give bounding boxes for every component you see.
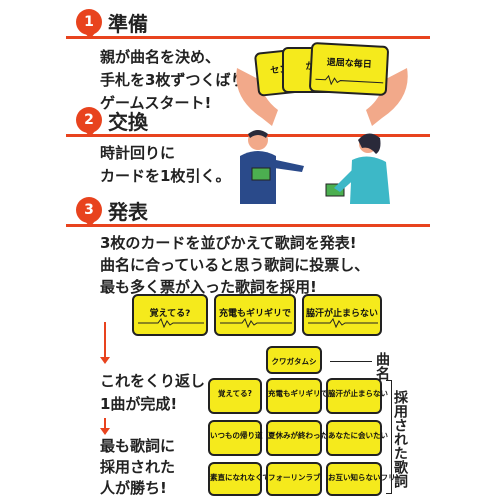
section-number: 3 <box>76 197 102 223</box>
step1-text: 親が曲名を決め、 手札を3枚ずつくばり、 ゲームスタート! <box>100 46 260 115</box>
lyric-card: 脇汗が止まらない <box>326 378 388 414</box>
card-label: 退屈な毎日 <box>326 57 372 71</box>
step1-line: 親が曲名を決め、 <box>100 48 221 66</box>
repeat-line: 1曲が完成! <box>100 395 178 413</box>
section-number: 2 <box>76 107 102 133</box>
card-label: 脇汗が止まらない <box>305 309 378 319</box>
waveform-icon <box>220 318 292 328</box>
waveform-icon <box>138 318 204 328</box>
step1-line: ゲームスタート! <box>100 94 212 112</box>
adopted-bracket <box>386 380 392 494</box>
card-label: 素直になれなくて <box>210 473 270 482</box>
pointer-line <box>330 361 372 362</box>
lyric-card: いつもの帰り道 <box>208 420 263 456</box>
waveform-icon <box>315 74 384 86</box>
section-title: 交換 <box>108 109 148 134</box>
section-notch <box>84 220 96 227</box>
win-text: 最も歌詞に 採用された 人が勝ち! <box>100 436 175 499</box>
adopted-lyrics-label: 採用された歌詞 <box>392 390 408 488</box>
lyric-card: 脇汗が止まらない <box>302 294 382 336</box>
section-divider <box>66 134 430 137</box>
lyric-card: 覚えてる? <box>208 378 262 414</box>
card-label: 充電もギリギリで <box>268 389 328 398</box>
hand-card: 退屈な毎日 <box>308 41 390 97</box>
people-illustration <box>240 130 390 204</box>
step2-text: 時計回りに カードを1枚引く。 <box>100 142 230 188</box>
section-header-1: 1 準備 <box>0 8 500 48</box>
song-title-card: クワガタムシ <box>266 346 322 374</box>
win-line: 最も歌詞に <box>100 437 176 455</box>
lyric-card: お互い知らないフリ <box>326 462 396 496</box>
section-title: 準備 <box>108 11 148 36</box>
card-label: クワガタムシ <box>271 357 317 366</box>
card-label: お互い知らないフリ <box>328 473 396 482</box>
section-notch <box>84 32 96 39</box>
hands-illustration <box>236 68 408 126</box>
card-label: 脇汗が止まらない <box>328 389 388 398</box>
section-title: 発表 <box>108 199 148 224</box>
lyric-card: 充電もギリギリで <box>266 378 328 414</box>
repeat-line: これをくり返し <box>100 372 206 390</box>
section-notch <box>84 130 96 137</box>
song-title-label: 曲名 <box>374 352 390 380</box>
flow-arrow <box>100 357 110 364</box>
flow-line <box>104 322 106 358</box>
step3-line: 曲名に合っていると思う歌詞に投票し、 <box>100 256 370 274</box>
card-label: 覚えてる? <box>149 309 191 319</box>
card-label: 覚えてる? <box>218 389 252 398</box>
section-number: 1 <box>76 9 102 35</box>
step2-line: 時計回りに <box>100 144 176 162</box>
lyric-card: あなたに会いたい <box>326 420 388 456</box>
step3-text: 3枚のカードを並びかえて歌詞を発表! 曲名に合っていると思う歌詞に投票し、 最も… <box>100 232 369 298</box>
flow-line <box>104 418 106 430</box>
card-label: あなたに会いたい <box>328 431 388 440</box>
card-label: 夏休みが終わったら <box>268 431 336 440</box>
step2-line: カードを1枚引く。 <box>100 167 231 185</box>
card-label: フォーリンラブ <box>268 473 321 482</box>
card-label: 充電もギリギリで <box>218 309 291 319</box>
lyric-card: 覚えてる? <box>132 294 208 336</box>
step3-line: 3枚のカードを並びかえて歌詞を発表! <box>100 234 357 252</box>
section-divider <box>66 36 430 39</box>
step1-line: 手札を3枚ずつくばり、 <box>100 71 260 89</box>
win-line: 人が勝ち! <box>100 479 167 497</box>
flow-arrow <box>100 428 110 435</box>
section-divider <box>66 224 430 227</box>
win-line: 採用された <box>100 458 176 476</box>
section-header-3: 3 発表 <box>0 196 500 236</box>
repeat-text: これをくり返し 1曲が完成! <box>100 370 205 416</box>
step3-line: 最も多く票が入った歌詞を採用! <box>100 278 317 296</box>
lyric-card: 夏休みが終わったら <box>266 420 336 456</box>
card-label: いつもの帰り道 <box>210 431 263 440</box>
lyric-card: 素直になれなくて <box>208 462 270 496</box>
lyric-card: 充電もギリギリで <box>214 294 296 336</box>
lyric-card: フォーリンラブ <box>266 462 322 496</box>
section-header-2: 2 交換 <box>0 106 500 146</box>
waveform-icon <box>308 318 378 328</box>
